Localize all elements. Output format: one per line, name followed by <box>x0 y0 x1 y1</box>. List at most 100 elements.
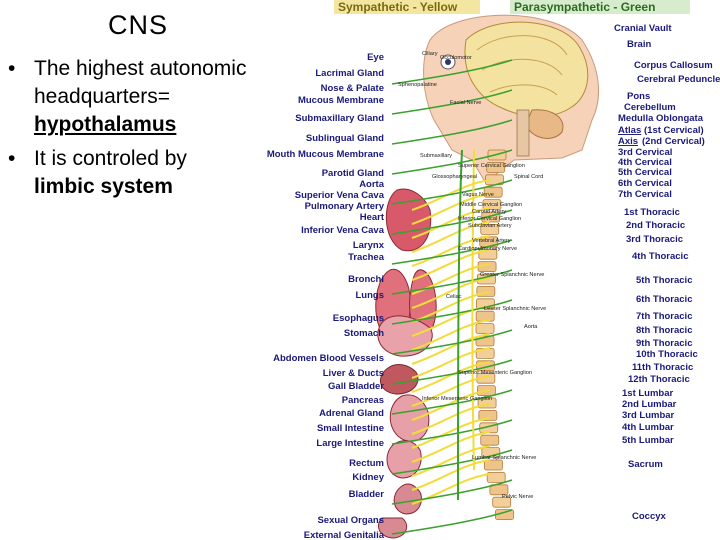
organ-label: Mouth Mucous Membrane <box>267 149 384 160</box>
anatomy-label: Cerebellum <box>624 102 676 113</box>
anatomy-label: 1st Lumbar <box>622 388 674 399</box>
anatomy-label: 2nd Thoracic <box>626 220 685 231</box>
anatomy-label: 9th Thoracic <box>636 338 693 349</box>
bullet-text: The highest autonomic headquarters= <box>34 57 247 108</box>
anatomy-label: 5th Cervical <box>618 167 672 178</box>
parasympathetic-nerve <box>391 509 513 535</box>
parasympathetic-nerve <box>391 209 513 235</box>
vertebra <box>484 459 503 471</box>
vertebra <box>478 409 498 421</box>
annotation-label: Facial Nerve <box>450 100 481 106</box>
vertebra <box>480 223 500 235</box>
organ-label: Esophagus <box>333 313 384 324</box>
anatomy-label: 4th Thoracic <box>632 251 689 262</box>
sympathetic-nerve <box>411 319 491 351</box>
organ-label: Larynx <box>353 240 385 251</box>
nerve-paths <box>391 59 513 535</box>
anatomy-label: 8th Thoracic <box>636 325 693 336</box>
organ-label: Trachea <box>348 252 385 263</box>
annotation-label: Vertebral Artery <box>472 238 511 244</box>
anatomy-label: 7th Cervical <box>618 189 672 200</box>
vertebra <box>475 323 495 335</box>
sympathetic-nerve <box>411 403 491 435</box>
liver-organ <box>380 364 419 395</box>
organ-label: External Genitalia <box>304 530 385 540</box>
parasympathetic-nerve <box>391 299 513 325</box>
anatomy-label: 6th Thoracic <box>636 294 693 305</box>
organ-label: Submaxillary Gland <box>295 113 384 124</box>
anatomy-label: 2nd Lumbar <box>622 399 677 410</box>
anatomy-label: 5th Thoracic <box>636 275 693 286</box>
vertebra <box>486 471 506 483</box>
organs <box>375 188 437 539</box>
sympathetic-nerve <box>411 263 491 295</box>
sympathetic-nerve <box>411 375 491 407</box>
anatomy-label: Cranial Vault <box>614 23 672 34</box>
organ-label: Large Intestine <box>316 438 384 449</box>
bullet-item: • The highest autonomic headquarters= hypo… <box>0 55 285 139</box>
annotation-label: Celiac <box>446 294 462 300</box>
organ-label: Aorta <box>359 179 385 190</box>
anatomy-label: 7th Thoracic <box>636 311 693 322</box>
sympathetic-nerve <box>411 473 491 505</box>
bladder-organ <box>393 483 422 515</box>
parasympathetic-nerve <box>391 59 513 85</box>
anatomy-label: Axis <box>618 136 638 147</box>
parasympathetic-nerve <box>391 329 513 355</box>
organ-label: Parotid Gland <box>322 168 384 179</box>
anatomy-label: Medulla Oblongata <box>618 113 704 124</box>
vertebra <box>475 310 495 322</box>
anatomy-label: Corpus Callosum <box>634 60 713 71</box>
parasympathetic-nerve <box>391 389 513 415</box>
organ-label: Bronchi <box>348 274 384 285</box>
annotation-label: Lesser Splanchnic Nerve <box>484 306 546 312</box>
autonomic-nervous-system-diagram: Sympathetic - Yellow Parasympathetic - G… <box>267 0 720 540</box>
organ-label: Mucous Membrane <box>298 95 384 106</box>
anatomy-label: 6th Cervical <box>618 178 672 189</box>
vertebra <box>486 161 506 173</box>
sympathetic-nerve <box>411 277 491 309</box>
bullet-emphasis: limbic system <box>34 175 173 198</box>
anatomy-label: 3rd Thoracic <box>626 234 683 245</box>
vertebra <box>482 199 502 211</box>
bullet-dot-icon: • <box>8 57 16 80</box>
parasympathetic-nerve <box>391 449 513 475</box>
annotation-label: Inferior Mesenteric Ganglion <box>422 396 492 402</box>
parasympathetic-header-bg <box>510 0 690 14</box>
organ-label: Lungs <box>356 290 385 301</box>
anatomy-label: Coccyx <box>632 511 667 522</box>
annotation-label: Spinal Cord <box>514 174 543 180</box>
annotation-label: Superior Cervical Ganglion <box>458 163 525 169</box>
sympathetic-nerve <box>411 193 491 225</box>
sympathetic-nerve <box>411 221 491 253</box>
annotation-label: Inferior Cervical Ganglion <box>458 216 521 222</box>
organ-label: Superior Vena Cava <box>295 190 385 201</box>
organ-label: Stomach <box>344 328 384 339</box>
organ-label: Sexual Organs <box>317 515 384 526</box>
sympathetic-nerve <box>411 389 491 421</box>
anatomy-label: Cerebral Peduncle <box>637 74 720 85</box>
anatomy-label: Pons <box>627 91 650 102</box>
organ-label: Pancreas <box>342 395 384 406</box>
sympathetic-chain <box>471 149 475 471</box>
anatomy-label: Brain <box>627 39 651 50</box>
organ-label: Adrenal Gland <box>319 408 384 419</box>
vagus-nerve <box>457 149 463 501</box>
annotation-label: Cardiopulmonary Nerve <box>458 246 517 252</box>
sympathetic-nerve <box>411 347 491 379</box>
sympathetic-nerve <box>411 445 491 477</box>
annotation-label: Pelvic Nerve <box>502 494 533 500</box>
anatomy-label: 5th Lumbar <box>622 435 674 446</box>
parasympathetic-nerve <box>391 89 513 115</box>
organ-label: Sublingual Gland <box>306 133 384 144</box>
anatomy-label: (1st Cervical) <box>644 125 704 136</box>
bullet-emphasis: hypothalamus <box>34 113 177 136</box>
organ-label: Pulmonary Artery <box>305 201 385 212</box>
annotation-label: Greater Splanchnic Nerve <box>480 272 544 278</box>
vertebra <box>489 484 509 496</box>
organ-label: Lacrimal Gland <box>315 68 384 79</box>
